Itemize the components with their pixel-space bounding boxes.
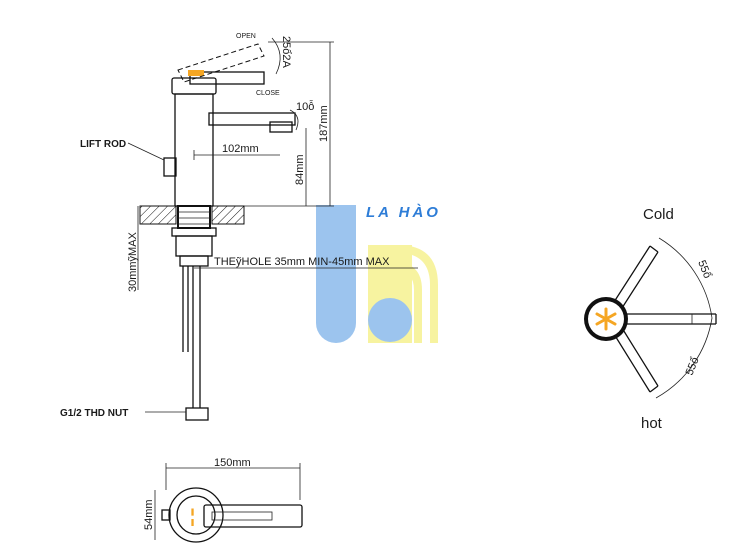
countertop-left	[139, 205, 177, 225]
countertop-right	[211, 205, 245, 225]
handle-hot	[613, 327, 659, 393]
top-lift-rod	[161, 509, 171, 521]
nut-label: G1/2 THD NUT	[60, 408, 128, 419]
watermark-blue-bar-top	[316, 205, 356, 225]
rotation-arc	[655, 237, 713, 399]
washer	[171, 227, 217, 237]
thru-hole-label: THEỹHOLE 35mm MIN-45mm MAX	[214, 256, 390, 268]
top-plan-view: 150mm 54mm ¦	[143, 457, 303, 543]
hot-label: hot	[641, 415, 663, 432]
top-cap-icon: ¦	[190, 506, 195, 526]
dim-spout-height-label: 84mm	[294, 154, 306, 185]
handle-angle-label: 25ổ2A	[280, 36, 292, 68]
open-label: OPEN	[236, 33, 256, 40]
handle-closed	[189, 71, 265, 85]
dim-height-label: 187mm	[318, 105, 330, 142]
cold-label: Cold	[643, 206, 674, 223]
top-body-inner	[176, 495, 216, 535]
asterisk-icon	[595, 307, 617, 331]
handle-rotation-view: Cold hot 55ổ 55ổ	[584, 206, 717, 432]
watermark-blue-bar	[316, 205, 356, 343]
aerator	[269, 121, 293, 133]
spout-angle-label: 10ỗ	[296, 100, 314, 113]
hose-nut	[185, 407, 209, 421]
close-label: CLOSE	[256, 90, 280, 97]
side-elevation-view: OPEN CLOSE 25ổ2A 10ỗ LIFT ROD G1/2 THD N…	[60, 33, 418, 421]
faucet-cap	[171, 77, 217, 95]
dim-length-label: 150mm	[214, 457, 251, 469]
open-arc	[271, 37, 281, 75]
handle-neutral	[612, 313, 717, 325]
lift-rod-leader	[127, 142, 165, 161]
shank-pipe	[179, 255, 209, 267]
mount-nut	[177, 205, 211, 229]
dim-width-label: 54mm	[143, 499, 155, 530]
watermark-blue-dot	[368, 298, 412, 342]
watermark: LA HÀO	[316, 204, 441, 343]
handle-cold	[613, 245, 659, 309]
angle-hot-label: 55ổ	[684, 356, 702, 378]
top-body-outer	[168, 487, 224, 543]
dim-reach-label: 102mm	[222, 143, 259, 155]
dim-counter-label: 30mmỹMAX	[127, 231, 139, 292]
spout	[208, 112, 296, 126]
handle-open-dashed	[177, 43, 265, 83]
handle-accent	[188, 70, 204, 76]
lift-rod-label: LIFT ROD	[80, 139, 126, 150]
top-handle	[203, 504, 303, 528]
lift-rod-knob	[163, 157, 177, 177]
top-handle-slot	[211, 511, 273, 521]
shank-upper	[175, 235, 213, 257]
spout-angle-arc	[289, 109, 299, 131]
watermark-text: LA HÀO	[366, 204, 441, 221]
